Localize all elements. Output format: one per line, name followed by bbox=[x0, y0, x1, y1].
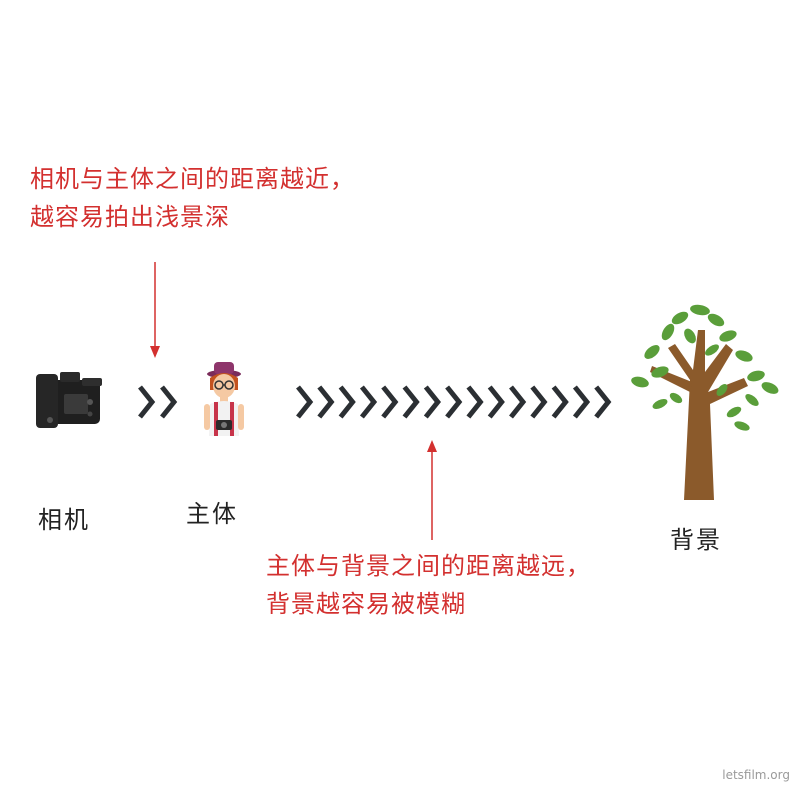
label-subject: 主体 bbox=[186, 500, 238, 528]
annotation-far-line2: 背景越容易被模糊 bbox=[266, 590, 466, 618]
chevron-icon bbox=[138, 385, 156, 419]
chevron-icon bbox=[423, 385, 442, 419]
chevron-icon bbox=[594, 385, 612, 419]
arrow-to-near-gap bbox=[150, 262, 160, 358]
chevron-icon bbox=[381, 385, 399, 419]
annotation-near: 相机与主体之间的距离越近， 越容易拍出浅景深 bbox=[30, 160, 355, 236]
chevron-icon bbox=[509, 385, 527, 419]
chevrons-camera-to-subject bbox=[138, 385, 178, 419]
chevron-icon bbox=[296, 385, 314, 419]
chevron-icon bbox=[160, 385, 178, 419]
chevron-icon bbox=[530, 385, 548, 419]
chevron-icon bbox=[317, 385, 335, 419]
dslr-camera-icon bbox=[36, 372, 102, 428]
chevron-icon bbox=[487, 385, 505, 419]
annotation-far-line1: 主体与背景之间的距离越远， bbox=[266, 552, 591, 580]
label-camera: 相机 bbox=[38, 506, 90, 534]
chevron-icon bbox=[359, 385, 378, 419]
label-background: 背景 bbox=[670, 526, 722, 554]
arrow-to-far-gap bbox=[427, 440, 437, 540]
watermark: letsfilm.org bbox=[722, 768, 790, 782]
annotation-far: 主体与背景之间的距离越远， 背景越容易被模糊 bbox=[266, 547, 591, 623]
annotation-near-line1: 相机与主体之间的距离越近， bbox=[30, 165, 355, 193]
chevrons-subject-to-background bbox=[296, 385, 612, 419]
chevron-icon bbox=[445, 385, 463, 419]
tree-icon bbox=[631, 304, 779, 500]
chevron-icon bbox=[338, 385, 356, 419]
chevron-icon bbox=[572, 385, 591, 419]
photographer-icon bbox=[204, 362, 244, 436]
annotation-near-line2: 越容易拍出浅景深 bbox=[30, 203, 230, 231]
chevron-icon bbox=[466, 385, 484, 419]
chevron-icon bbox=[551, 385, 569, 419]
chevron-icon bbox=[402, 385, 420, 419]
